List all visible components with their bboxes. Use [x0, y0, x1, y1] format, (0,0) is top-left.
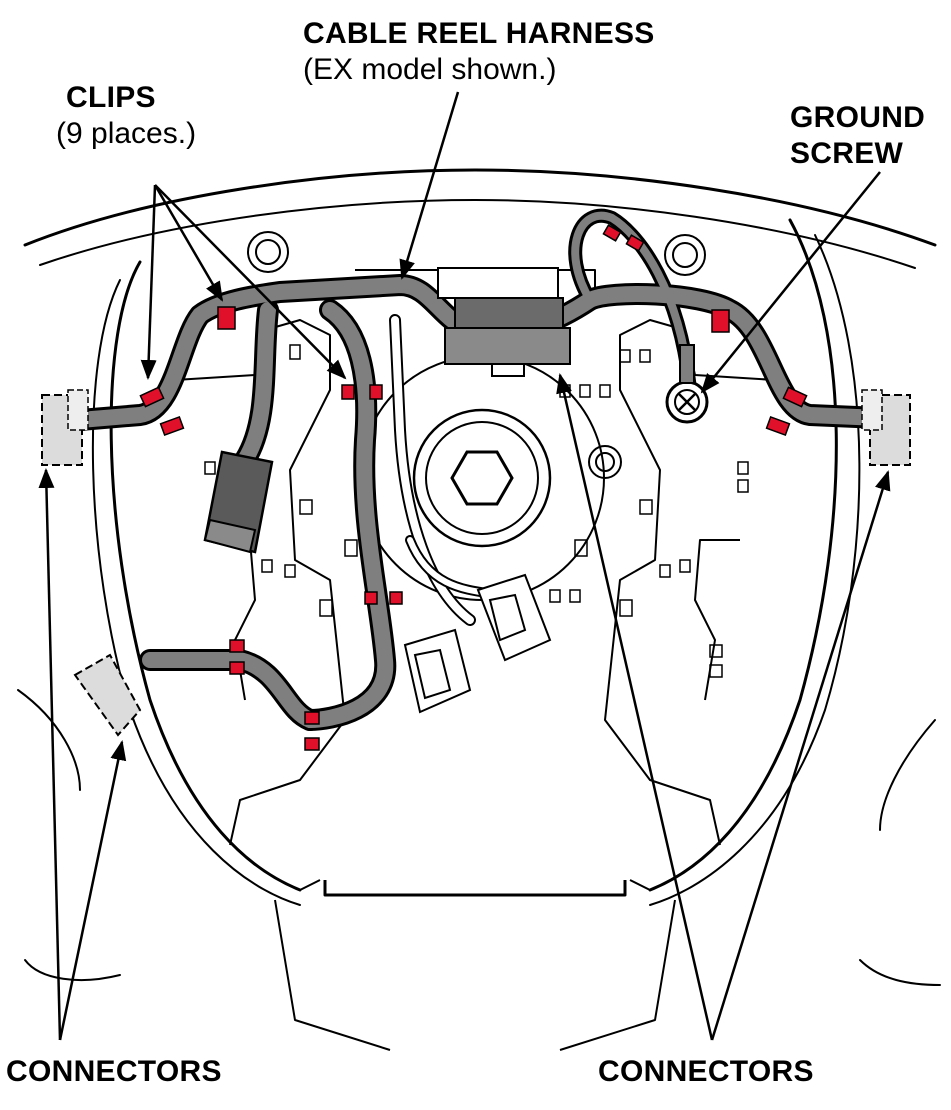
screw-label: SCREW — [790, 137, 904, 170]
ex-model-note: (EX model shown.) — [303, 53, 557, 86]
clip-ground-2 — [625, 234, 645, 252]
mounting-bosses — [247, 231, 706, 479]
leader-ground-screw — [700, 171, 881, 394]
center-connectors — [403, 573, 552, 714]
leader-clips-2 — [153, 184, 224, 302]
side-connectors — [41, 389, 911, 737]
ground-screw — [665, 344, 709, 424]
leader-clips-1 — [140, 184, 157, 380]
clip-center-3 — [364, 591, 378, 605]
clips-label: CLIPS — [66, 81, 156, 114]
cable-reel-connector-block — [437, 267, 571, 377]
clips-count-note: (9 places.) — [56, 117, 197, 150]
connectors-right-label: CONNECTORS — [598, 1055, 814, 1088]
leader-clips-3 — [154, 184, 347, 380]
clip-right-2 — [765, 415, 791, 437]
clip-lower-2 — [229, 661, 245, 675]
leader-connectors-left-1 — [38, 468, 62, 1041]
clip-lower-1 — [229, 639, 245, 653]
clip-right-1 — [782, 386, 808, 408]
plate-holes — [204, 344, 749, 678]
clip-top-right — [711, 309, 730, 333]
cable-reel-harness — [69, 208, 891, 731]
clip-lower-3 — [304, 711, 320, 725]
leader-lines — [38, 91, 891, 1041]
clip-ground-1 — [602, 224, 622, 242]
clip-center-4 — [389, 591, 403, 605]
ground-label: GROUND — [790, 101, 926, 134]
clip-left-2 — [159, 415, 185, 437]
leader-connectors-right-1 — [556, 373, 714, 1041]
clip-lower-4 — [304, 737, 320, 751]
clip-left-1 — [139, 386, 165, 408]
clip-center-2 — [369, 384, 383, 400]
clips — [139, 224, 808, 751]
leader-connectors-left-2 — [58, 740, 127, 1041]
leader-cable-reel-harness — [399, 91, 460, 280]
leader-connectors-right-2 — [710, 470, 891, 1041]
clip-center-1 — [341, 384, 355, 400]
clip-top-left — [217, 306, 236, 330]
cable-reel-harness-label: CABLE REEL HARNESS — [303, 17, 655, 50]
harness-connector-left — [203, 450, 274, 554]
connectors-left-label: CONNECTORS — [6, 1055, 222, 1088]
